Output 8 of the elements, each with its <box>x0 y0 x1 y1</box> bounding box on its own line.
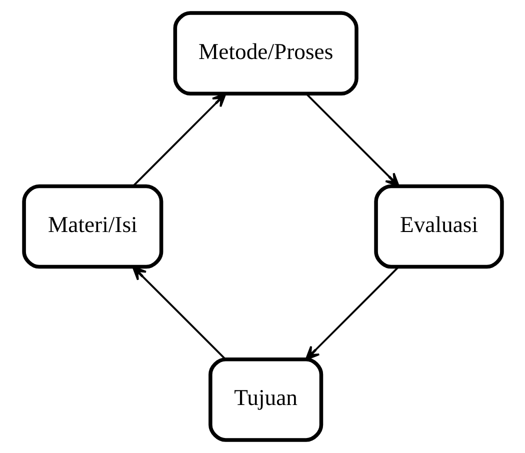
node-box: Materi/Isi <box>22 184 163 269</box>
node-box: Evaluasi <box>374 184 504 269</box>
arrow <box>132 266 226 360</box>
arrow <box>305 93 400 188</box>
arrow <box>132 92 226 187</box>
node-box: Metode/Proses <box>172 11 358 96</box>
node-box: Tujuan <box>208 357 323 442</box>
arrow <box>304 266 399 360</box>
